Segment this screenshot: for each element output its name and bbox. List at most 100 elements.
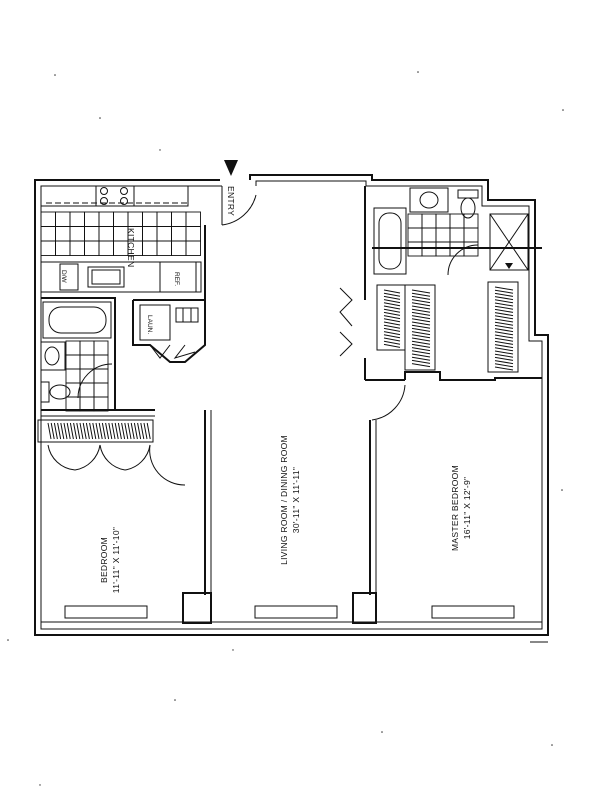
hanger-line <box>494 356 514 361</box>
sink-icon <box>40 341 66 371</box>
hanger-line <box>383 311 401 316</box>
refrigerator <box>159 261 197 293</box>
floor-tile <box>171 226 187 242</box>
hanger-line <box>411 343 431 348</box>
hanger-line <box>411 334 431 339</box>
entry-label: ENTRY <box>226 186 236 216</box>
scan-specks <box>7 71 564 786</box>
hanger-line <box>60 422 65 440</box>
hanger-line <box>494 363 514 368</box>
hanger-line <box>383 337 401 342</box>
hanger-line <box>411 311 431 316</box>
floor-tile <box>69 211 85 227</box>
hanger-line <box>494 324 514 329</box>
floor-tile <box>98 226 114 242</box>
entry-arrow-icon <box>224 160 238 176</box>
living-dining-dims: 30'-11" X 11'-11" <box>291 467 301 533</box>
floor-tile <box>65 354 81 370</box>
hanger-line <box>411 321 431 326</box>
shower-icon <box>489 213 529 271</box>
floor-tile <box>65 396 81 412</box>
floor-tile <box>79 340 95 356</box>
hanger-line <box>117 422 122 440</box>
bedroom-closet-doors[interactable] <box>47 444 186 486</box>
bathroom-1 <box>40 297 116 412</box>
hanger-line <box>411 356 431 361</box>
hanger-line <box>47 422 52 440</box>
hanger-line <box>494 340 514 345</box>
toilet-icon <box>40 381 71 403</box>
floor-tile <box>40 226 56 242</box>
hanger-line <box>140 422 145 440</box>
hanger-line <box>383 343 401 348</box>
floor-tile <box>156 240 172 256</box>
floor-tile <box>463 227 479 243</box>
hanger-line <box>85 422 90 440</box>
floor-tile <box>55 226 71 242</box>
hanger-line <box>494 318 514 323</box>
hanger-line <box>411 299 431 304</box>
floor-tile <box>435 227 451 243</box>
master-bathroom <box>373 187 529 276</box>
floor-tile <box>93 340 109 356</box>
hanger-line <box>111 422 116 440</box>
hanger-line <box>383 324 401 329</box>
hanger-line <box>411 350 431 355</box>
floor-tile <box>113 240 129 256</box>
sink-icon <box>87 266 125 288</box>
hanger-line <box>146 422 151 440</box>
hanger-line <box>494 296 514 301</box>
hanger-line <box>69 422 74 440</box>
hanger-line <box>411 308 431 313</box>
hanger-line <box>137 422 142 440</box>
hanger-line <box>101 422 106 440</box>
hanger-line <box>383 331 401 336</box>
sink-icon <box>409 187 449 213</box>
floor-tile <box>55 211 71 227</box>
hanger-line <box>133 422 138 440</box>
hanger-line <box>411 347 431 352</box>
hanger-line <box>411 324 431 329</box>
hanger-line <box>411 353 431 358</box>
hanger-line <box>73 422 78 440</box>
hanger-line <box>124 422 129 440</box>
hanger-line <box>494 292 514 297</box>
floor-tile <box>421 213 437 229</box>
master-bedroom-door[interactable] <box>339 287 406 421</box>
hanger-line <box>411 363 431 368</box>
floor-tile <box>156 226 172 242</box>
hanger-line <box>383 334 401 339</box>
hanger-line <box>127 422 132 440</box>
hanger-line <box>494 353 514 358</box>
hanger-line <box>121 422 126 440</box>
hanger-line <box>50 422 55 440</box>
floor-tile <box>93 368 109 384</box>
floor-tile <box>407 213 423 229</box>
hanger-line <box>383 318 401 323</box>
hanger-line <box>494 334 514 339</box>
kitchen <box>40 185 202 293</box>
hanger-line <box>411 318 431 323</box>
master-closets <box>376 281 519 373</box>
floor-tile <box>98 211 114 227</box>
floor-tile <box>421 227 437 243</box>
stove-icon <box>95 185 135 207</box>
floor-tile <box>142 240 158 256</box>
dishwasher <box>59 263 79 291</box>
floor-tile <box>69 226 85 242</box>
hanger-line <box>383 308 401 313</box>
floor-tile <box>463 213 479 229</box>
hanger-line <box>411 289 431 294</box>
hanger-line <box>494 305 514 310</box>
floor-tile <box>171 211 187 227</box>
hanger-line <box>98 422 103 440</box>
floor-tile <box>463 241 479 257</box>
floor-tile <box>65 368 81 384</box>
hanger-line <box>494 366 514 371</box>
entry-door[interactable] <box>221 186 257 226</box>
hanger-line <box>383 321 401 326</box>
hanger-line <box>411 331 431 336</box>
floor-tile <box>449 213 465 229</box>
hanger-line <box>383 327 401 332</box>
master-bedroom-label: MASTER BEDROOM <box>450 465 460 551</box>
